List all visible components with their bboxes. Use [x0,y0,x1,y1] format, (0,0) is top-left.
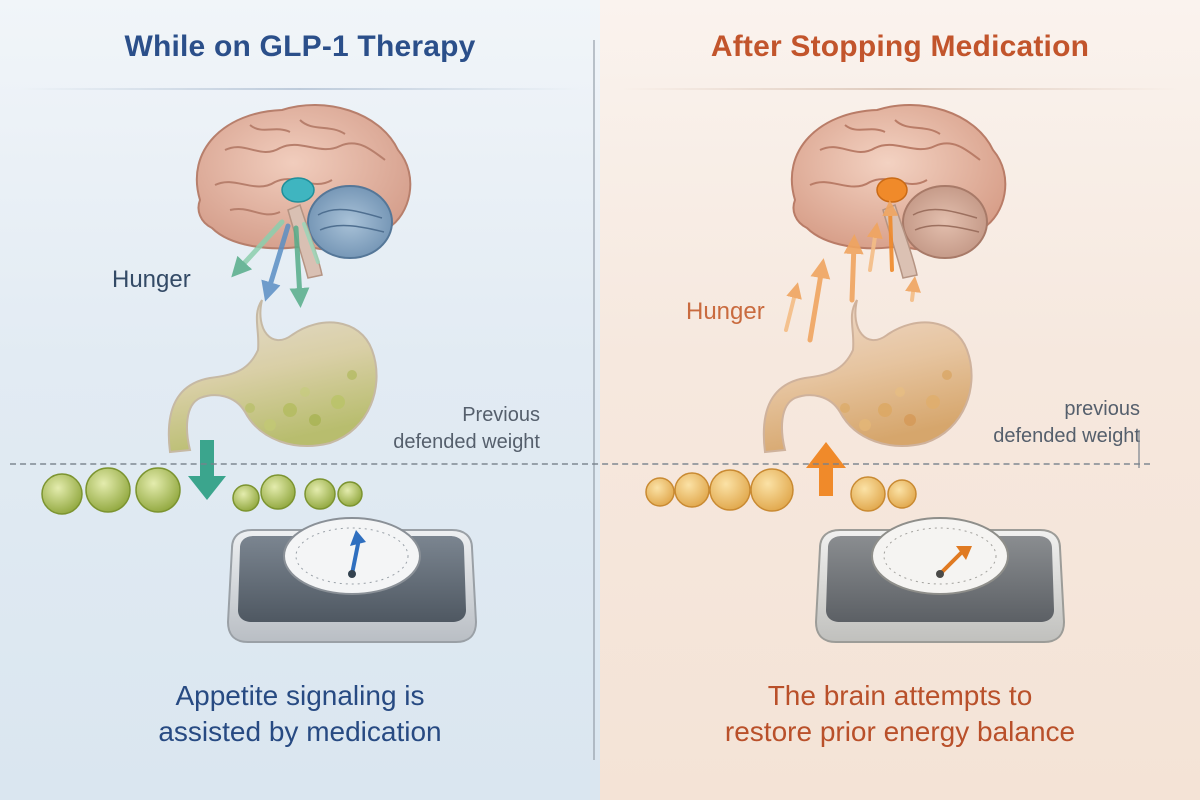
hunger-label: Hunger [686,298,765,325]
defended-weight-line [10,463,1150,465]
defended-weight-label: Previous defended weight [330,402,540,456]
caption-line1: The brain attempts to [767,680,1033,711]
hunger-arrows-icon [231,219,320,308]
bathroom-scale-icon [814,517,1066,643]
panel-divider [593,40,595,760]
bathroom-scale-icon [226,517,478,643]
hunger-label: Hunger [112,266,191,293]
panel-on-therapy: While on GLP-1 Therapy [0,0,600,800]
stomach-icon [167,299,378,454]
weight-down-arrow-icon [188,440,226,500]
therapy-illustration [41,104,478,643]
panel-caption: Appetite signaling is assisted by medica… [0,678,600,750]
caption-line1: Appetite signaling is [175,680,425,711]
weight-label-line2: defended weight [993,425,1140,447]
defended-weight-tick [1138,430,1140,468]
caption-line2: assisted by medication [158,716,442,747]
weight-up-arrow-icon [806,442,846,496]
panel-title: After Stopping Medication [710,30,1090,63]
panel-after-stopping: After Stopping Medication [600,0,1200,800]
panel-title: While on GLP-1 Therapy [124,30,476,63]
title-rule [20,88,580,90]
title-rule [620,88,1180,90]
panel-caption: The brain attempts to restore prior ener… [600,678,1200,750]
fat-cells-icon [41,467,363,515]
brain-icon [790,104,1007,279]
defended-weight-label: previous defended weight [920,396,1140,450]
weight-label-line1: previous [1064,398,1140,420]
weight-label-line2: defended weight [393,431,540,453]
hunger-arrows-icon [784,200,921,343]
caption-line2: restore prior energy balance [724,716,1076,747]
weight-label-line1: Previous [462,404,540,426]
after-stopping-illustration [645,104,1066,643]
fat-cells-icon [645,468,917,512]
stomach-icon [762,299,973,454]
brain-icon [195,104,412,279]
